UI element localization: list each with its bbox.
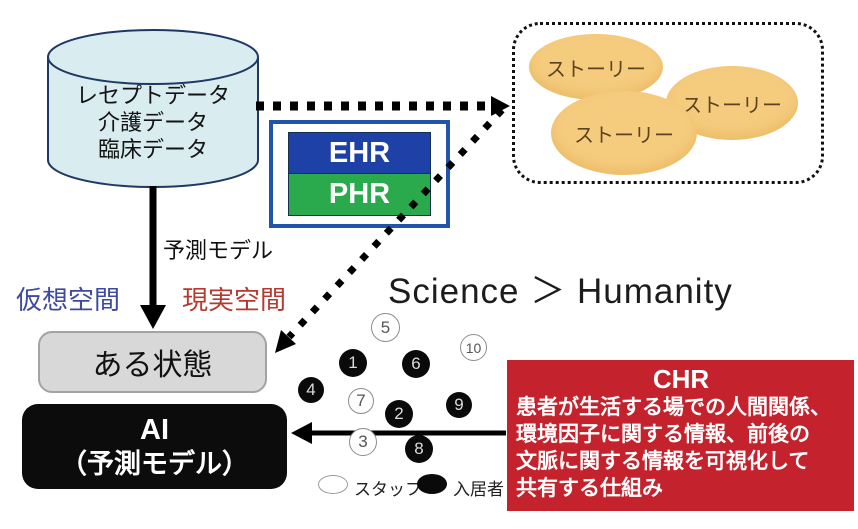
database-line-2: 介護データ [97,110,208,135]
story-ellipse-1: ストーリー [529,34,663,100]
chr-line-1: 患者が生活する場での人間関係、 [516,396,831,419]
phr-band: PHR [288,174,431,216]
chr-line-3: 文脈に関する情報を可視化して [516,450,810,473]
chr-box: CHR 患者が生活する場での人間関係、 環境因子に関する情報、前後の 文脈に関す… [507,360,854,511]
database-line-3: 臨床データ [97,137,208,162]
science-humanity-label: Science ＞ Humanity [388,272,733,311]
state-box: ある状態 [38,331,267,393]
dotted-line-cylinder-to-stories [256,96,510,116]
legend-staff-label: スタッフ [354,480,422,499]
ai-sublabel: （予測モデル） [60,448,249,479]
story-label-3: ストーリー [682,94,782,117]
person-circle-8: 8 [405,435,433,463]
legend-staff-ellipse [318,475,348,494]
prediction-model-label: 予測モデル [163,238,274,263]
person-circle-3: 3 [349,428,377,456]
person-circle-2: 2 [385,400,413,428]
chr-title: CHR [652,364,710,394]
state-label: ある状態 [92,349,213,382]
legend-resident-label: 入居者 [453,480,504,499]
person-circle-5: 5 [371,313,400,342]
ehr-band: EHR [288,132,431,174]
story-label-1: ストーリー [546,58,646,81]
person-circle-9: 9 [446,392,472,418]
story-ellipse-3: ストーリー [666,66,798,140]
real-space-label: 現実空間 [182,285,287,315]
person-circle-1: 1 [339,349,367,377]
story-ellipse-2: ストーリー [551,91,697,175]
legend-resident-ellipse [417,474,447,494]
virtual-space-label: 仮想空間 [16,285,121,315]
database-line-1: レセプトデータ [75,83,230,108]
ai-label: AI [140,413,169,446]
person-circle-6: 6 [402,350,430,378]
story-label-2: ストーリー [574,124,674,147]
chr-line-2: 環境因子に関する情報、前後の [516,423,810,446]
person-circle-10: 10 [460,334,487,361]
person-circle-7: 7 [348,388,374,414]
ehr-phr-box: EHR PHR [269,120,450,228]
ai-box: AI （予測モデル） [22,404,287,489]
database-label: レセプトデータ 介護データ 臨床データ [48,82,258,163]
chr-line-4: 共有する仕組み [516,477,663,500]
person-circle-4: 4 [298,377,324,403]
